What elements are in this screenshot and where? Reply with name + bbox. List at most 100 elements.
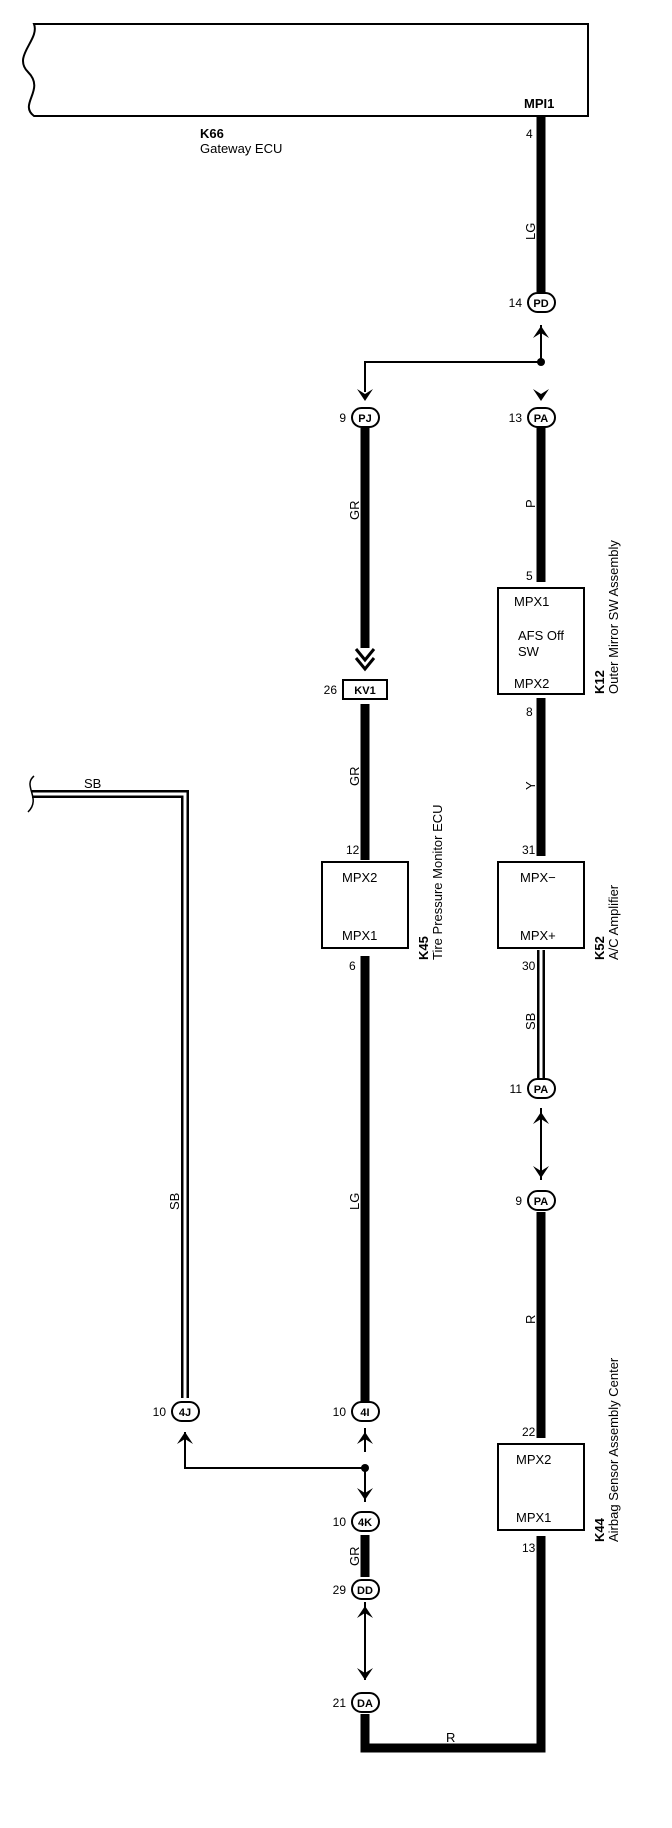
svg-text:DD: DD <box>357 1585 373 1597</box>
svg-text:KV1: KV1 <box>354 685 375 697</box>
middle-wires <box>184 361 541 1680</box>
svg-text:PJ: PJ <box>358 413 371 425</box>
svg-text:10: 10 <box>333 1405 347 1419</box>
connector-da: DA 21 <box>333 1692 380 1713</box>
gateway-code: K66 <box>200 126 224 141</box>
connector-pa-9: PA 9 <box>515 1190 556 1211</box>
wire-label-lg-mid: LG <box>347 1193 362 1210</box>
chevron-down-icon <box>357 389 373 401</box>
svg-text:22: 22 <box>522 1425 536 1439</box>
svg-text:PA: PA <box>534 1084 549 1096</box>
svg-text:SW: SW <box>518 644 540 659</box>
svg-text:4K: 4K <box>358 1517 372 1529</box>
chevron-down-icon <box>533 1166 549 1178</box>
svg-text:K12: K12 <box>592 670 607 694</box>
connector-kv1: KV1 26 <box>324 679 388 700</box>
chevron-up-icon <box>177 1432 193 1444</box>
wire-label-r-bottom: R <box>446 1730 455 1745</box>
wire-label-sb-left: SB <box>167 1193 182 1210</box>
wire-r-bottom <box>360 1536 546 1753</box>
connector-pa-13: PA 13 <box>509 407 556 428</box>
wire-labels: LG P GR GR Y SB SB SB LG R GR R <box>84 223 538 1745</box>
chevron-down-icon <box>357 1668 373 1680</box>
svg-text:5: 5 <box>526 569 533 583</box>
connector-pd: PD 14 <box>509 292 556 313</box>
wire-cut-mark <box>27 775 35 813</box>
svg-text:30: 30 <box>522 959 536 973</box>
svg-text:4I: 4I <box>360 1407 369 1419</box>
svg-text:PD: PD <box>533 298 548 310</box>
kv1-double-chevron-icon <box>354 648 376 672</box>
svg-text:13: 13 <box>522 1541 536 1555</box>
chevron-up-icon <box>533 1112 549 1124</box>
wire-junction-branch <box>364 361 541 392</box>
svg-text:11: 11 <box>510 1082 523 1096</box>
svg-text:MPX2: MPX2 <box>516 1452 551 1467</box>
connectors: PD 14 PJ 9 PA 13 KV1 26 PA 11 PA 9 <box>153 292 556 1713</box>
svg-text:10: 10 <box>333 1515 347 1529</box>
svg-text:14: 14 <box>509 296 523 310</box>
connector-4j: 4J 10 <box>153 1401 200 1422</box>
svg-text:31: 31 <box>522 843 536 857</box>
chevron-up-icon <box>357 1606 373 1618</box>
wire-label-p: P <box>523 499 538 508</box>
svg-text:PA: PA <box>534 1196 549 1208</box>
svg-text:K44: K44 <box>592 1517 607 1542</box>
junction-dot-bottom <box>361 1464 369 1472</box>
right-wires <box>360 116 546 1753</box>
wire-label-lg-top: LG <box>523 223 538 240</box>
component-k12: MPX1 AFS Off SW MPX2 5 8 K12 Outer Mirro… <box>497 540 621 719</box>
wire-label-y: Y <box>523 781 538 790</box>
svg-text:12: 12 <box>346 843 360 857</box>
svg-text:MPX2: MPX2 <box>514 676 549 691</box>
connector-4i: 4I 10 <box>333 1401 380 1422</box>
wire-label-gr-pj: GR <box>347 501 362 521</box>
svg-text:26: 26 <box>324 683 338 697</box>
svg-text:Tire Pressure Monitor ECU: Tire Pressure Monitor ECU <box>430 804 445 960</box>
gateway-connector-label: MPI1 <box>524 96 554 111</box>
wire-label-gr-4k: GR <box>347 1547 362 1567</box>
svg-text:A/C Amplifier: A/C Amplifier <box>606 884 621 960</box>
svg-text:MPX1: MPX1 <box>514 594 549 609</box>
chevron-down-icon <box>533 389 549 401</box>
svg-text:DA: DA <box>357 1698 373 1710</box>
connector-4k: 4K 10 <box>333 1511 380 1532</box>
svg-text:PA: PA <box>534 413 549 425</box>
svg-text:21: 21 <box>333 1696 347 1710</box>
svg-text:MPX+: MPX+ <box>520 928 556 943</box>
connector-dd: DD 29 <box>333 1579 380 1600</box>
connector-pj: PJ 9 <box>339 407 380 428</box>
svg-text:MPX−: MPX− <box>520 870 556 885</box>
chevron-down-icon <box>357 1488 373 1500</box>
gateway-ecu: MPI1 K66 Gateway ECU 4 <box>22 23 589 156</box>
svg-text:9: 9 <box>339 411 346 425</box>
svg-text:Outer Mirror SW Assembly: Outer Mirror SW Assembly <box>606 540 621 694</box>
svg-text:K45: K45 <box>416 936 431 960</box>
gateway-pin: 4 <box>526 127 533 141</box>
wire-label-r-airbag: R <box>523 1315 538 1324</box>
component-k45: MPX2 MPX1 12 6 K45 Tire Pressure Monitor… <box>321 804 445 973</box>
connector-pa-11: PA 11 <box>510 1078 556 1099</box>
svg-text:Airbag Sensor Assembly Center: Airbag Sensor Assembly Center <box>606 1357 621 1542</box>
svg-text:4J: 4J <box>179 1407 191 1419</box>
svg-text:K52: K52 <box>592 936 607 960</box>
chevron-up-icon <box>357 1432 373 1444</box>
chevrons <box>177 326 549 1680</box>
component-k44: MPX2 MPX1 22 13 K44 Airbag Sensor Assemb… <box>497 1357 621 1555</box>
wire-label-sb-amp: SB <box>523 1013 538 1030</box>
svg-text:10: 10 <box>153 1405 167 1419</box>
svg-text:6: 6 <box>349 959 356 973</box>
svg-text:29: 29 <box>333 1583 347 1597</box>
svg-text:MPX2: MPX2 <box>342 870 377 885</box>
wire-label-gr-kv1: GR <box>347 767 362 787</box>
svg-text:MPX1: MPX1 <box>342 928 377 943</box>
wire-label-sb-top: SB <box>84 776 101 791</box>
svg-text:MPX1: MPX1 <box>516 1510 551 1525</box>
svg-text:AFS Off: AFS Off <box>518 628 564 643</box>
chevron-up-icon <box>533 326 549 338</box>
left-wire <box>27 775 189 1398</box>
svg-text:13: 13 <box>509 411 523 425</box>
svg-text:8: 8 <box>526 705 533 719</box>
